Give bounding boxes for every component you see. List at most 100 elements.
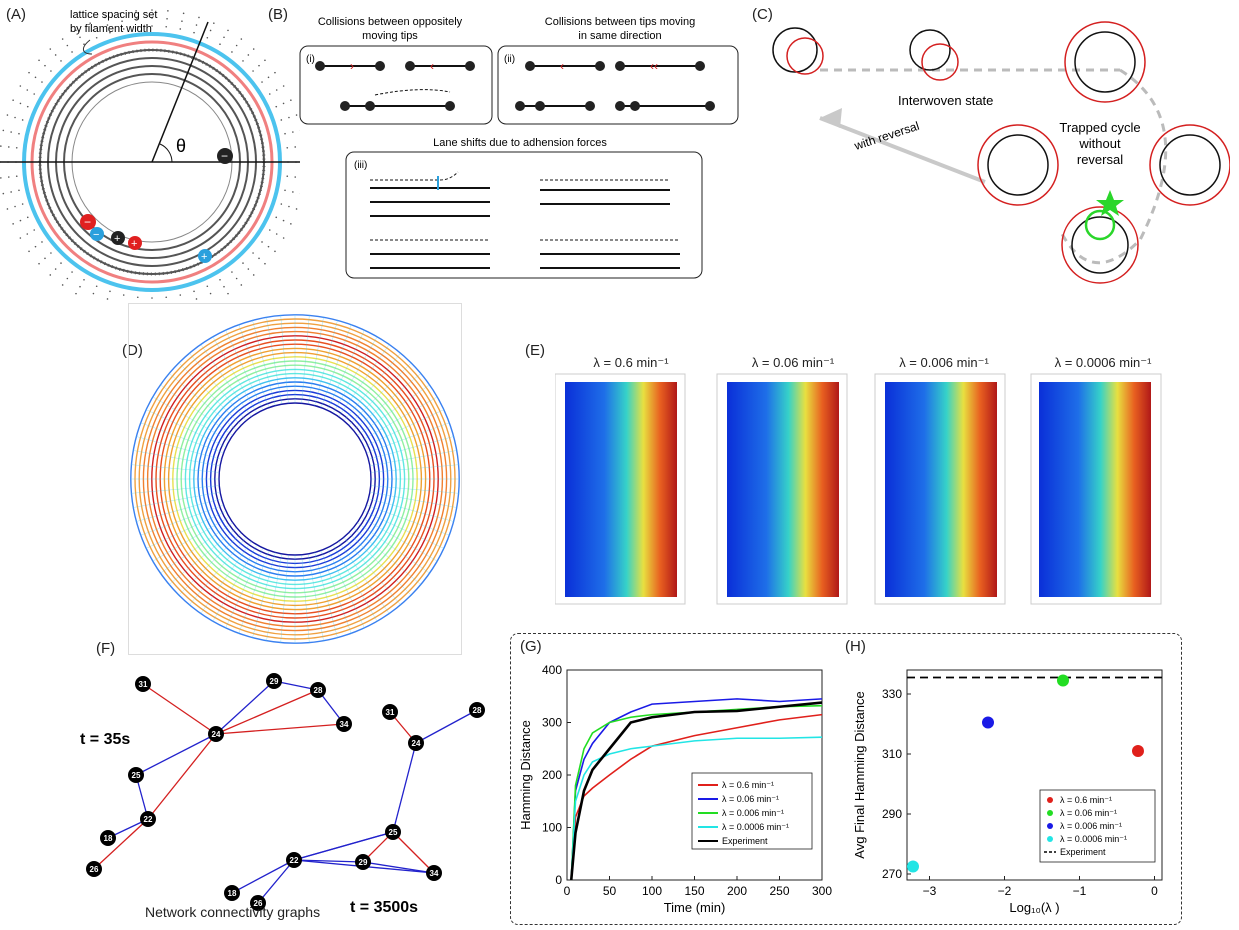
lattice-dot bbox=[38, 262, 40, 265]
lattice-dot bbox=[26, 105, 29, 108]
spoke bbox=[326, 547, 365, 629]
y-tick-label: 310 bbox=[882, 747, 902, 761]
lattice-dot bbox=[75, 29, 77, 32]
lattice-dot bbox=[18, 132, 20, 135]
panel-label-d: (D) bbox=[122, 342, 143, 359]
spoke bbox=[338, 541, 390, 615]
graph-node bbox=[208, 726, 224, 742]
lattice-dot bbox=[60, 262, 62, 264]
lattice-dot bbox=[261, 241, 263, 243]
lattice-dot bbox=[258, 257, 260, 260]
spoke bbox=[238, 323, 270, 408]
lattice-dot bbox=[258, 64, 260, 67]
graph-node-label: 18 bbox=[228, 889, 237, 898]
heatmap-4 bbox=[1039, 382, 1151, 597]
graph-node bbox=[135, 676, 151, 692]
lattice-dot bbox=[274, 71, 276, 74]
lattice-dot bbox=[79, 36, 81, 39]
lattice-dot bbox=[50, 252, 52, 254]
lattice-dot bbox=[33, 93, 36, 95]
lattice-dot bbox=[264, 59, 266, 62]
lattice-dot bbox=[50, 70, 52, 72]
spoke bbox=[280, 554, 289, 644]
spoke bbox=[332, 544, 378, 623]
spoke bbox=[353, 372, 422, 431]
graph-node-label: 22 bbox=[290, 856, 299, 865]
lattice-dot bbox=[288, 116, 290, 119]
lattice-dot bbox=[282, 237, 285, 239]
lattice-dot bbox=[292, 191, 294, 193]
lattice-dot bbox=[151, 17, 153, 19]
concentric-rings bbox=[130, 314, 460, 644]
lattice-dot bbox=[21, 203, 24, 205]
spoke bbox=[212, 544, 258, 623]
lattice-dot bbox=[275, 233, 278, 235]
x-tick-label: 300 bbox=[812, 884, 832, 898]
lattice-dot bbox=[26, 216, 29, 219]
lattice-dot bbox=[294, 176, 297, 178]
x-tick-label: 0 bbox=[564, 884, 571, 898]
spoke bbox=[280, 314, 289, 404]
lattice-dot bbox=[83, 278, 85, 281]
lattice-dot bbox=[34, 76, 37, 79]
lattice-dot bbox=[182, 12, 185, 15]
e-title-4: λ = 0.0006 min⁻¹ bbox=[1054, 355, 1152, 370]
lattice-dot bbox=[119, 12, 122, 15]
x-tick-label: −1 bbox=[1073, 884, 1087, 898]
spoke bbox=[360, 396, 439, 442]
spoke bbox=[363, 510, 445, 549]
lattice-dot bbox=[268, 229, 271, 231]
lattice-dot bbox=[12, 223, 14, 225]
spoke bbox=[366, 504, 451, 536]
heatmap-3 bbox=[885, 382, 997, 597]
panel-label-h: (H) bbox=[845, 638, 866, 655]
lattice-dot bbox=[19, 237, 22, 239]
spoke bbox=[151, 516, 230, 562]
lattice-dot bbox=[2, 129, 5, 132]
graph-node-label: 31 bbox=[139, 680, 148, 689]
graph-node bbox=[224, 885, 240, 901]
y-tick-label: 300 bbox=[542, 716, 562, 730]
legend-label: λ = 0.0006 min⁻¹ bbox=[722, 822, 789, 832]
lattice-dot bbox=[206, 285, 209, 288]
graph-node-label: 25 bbox=[389, 828, 398, 837]
lattice-dot bbox=[109, 290, 111, 293]
graph-node bbox=[408, 735, 424, 751]
lattice-dot bbox=[7, 146, 10, 148]
c-trapped-3: reversal bbox=[1077, 152, 1123, 167]
lattice-dot bbox=[95, 36, 98, 39]
spoke bbox=[145, 510, 227, 549]
svg-text:‹: ‹ bbox=[430, 59, 434, 73]
graph-node bbox=[86, 861, 102, 877]
svg-text:−: − bbox=[221, 149, 228, 163]
lattice-dot bbox=[231, 271, 233, 273]
panel-b-figure: Collisions between oppositely moving tip… bbox=[299, 16, 739, 279]
graph-node-label: 24 bbox=[412, 739, 421, 748]
lattice-dot bbox=[26, 233, 29, 235]
y-tick-label: 400 bbox=[542, 663, 562, 677]
lattice-dot bbox=[295, 208, 298, 210]
b-title-iii: Lane shifts due to adhension forces bbox=[433, 137, 607, 149]
lattice-dot bbox=[106, 298, 109, 300]
spoke bbox=[139, 504, 224, 536]
spoke bbox=[266, 553, 283, 642]
lattice-dot bbox=[206, 36, 209, 39]
lattice-dot bbox=[54, 54, 57, 56]
spoke bbox=[135, 436, 222, 460]
panel-d-figure bbox=[128, 303, 462, 655]
lattice-dot bbox=[282, 85, 285, 87]
lattice-dot bbox=[41, 81, 43, 83]
panel-label-c: (C) bbox=[752, 6, 773, 23]
lattice-dot bbox=[165, 25, 168, 28]
lattice-dot bbox=[44, 257, 46, 260]
spoke bbox=[178, 532, 242, 596]
lattice-dot bbox=[61, 284, 64, 286]
lattice-dot bbox=[275, 89, 278, 91]
lattice-dot bbox=[282, 219, 285, 222]
panel-label-e: (E) bbox=[525, 342, 545, 359]
y-tick-label: 0 bbox=[555, 873, 562, 887]
spoke bbox=[353, 527, 422, 586]
lattice-dot bbox=[179, 28, 182, 30]
